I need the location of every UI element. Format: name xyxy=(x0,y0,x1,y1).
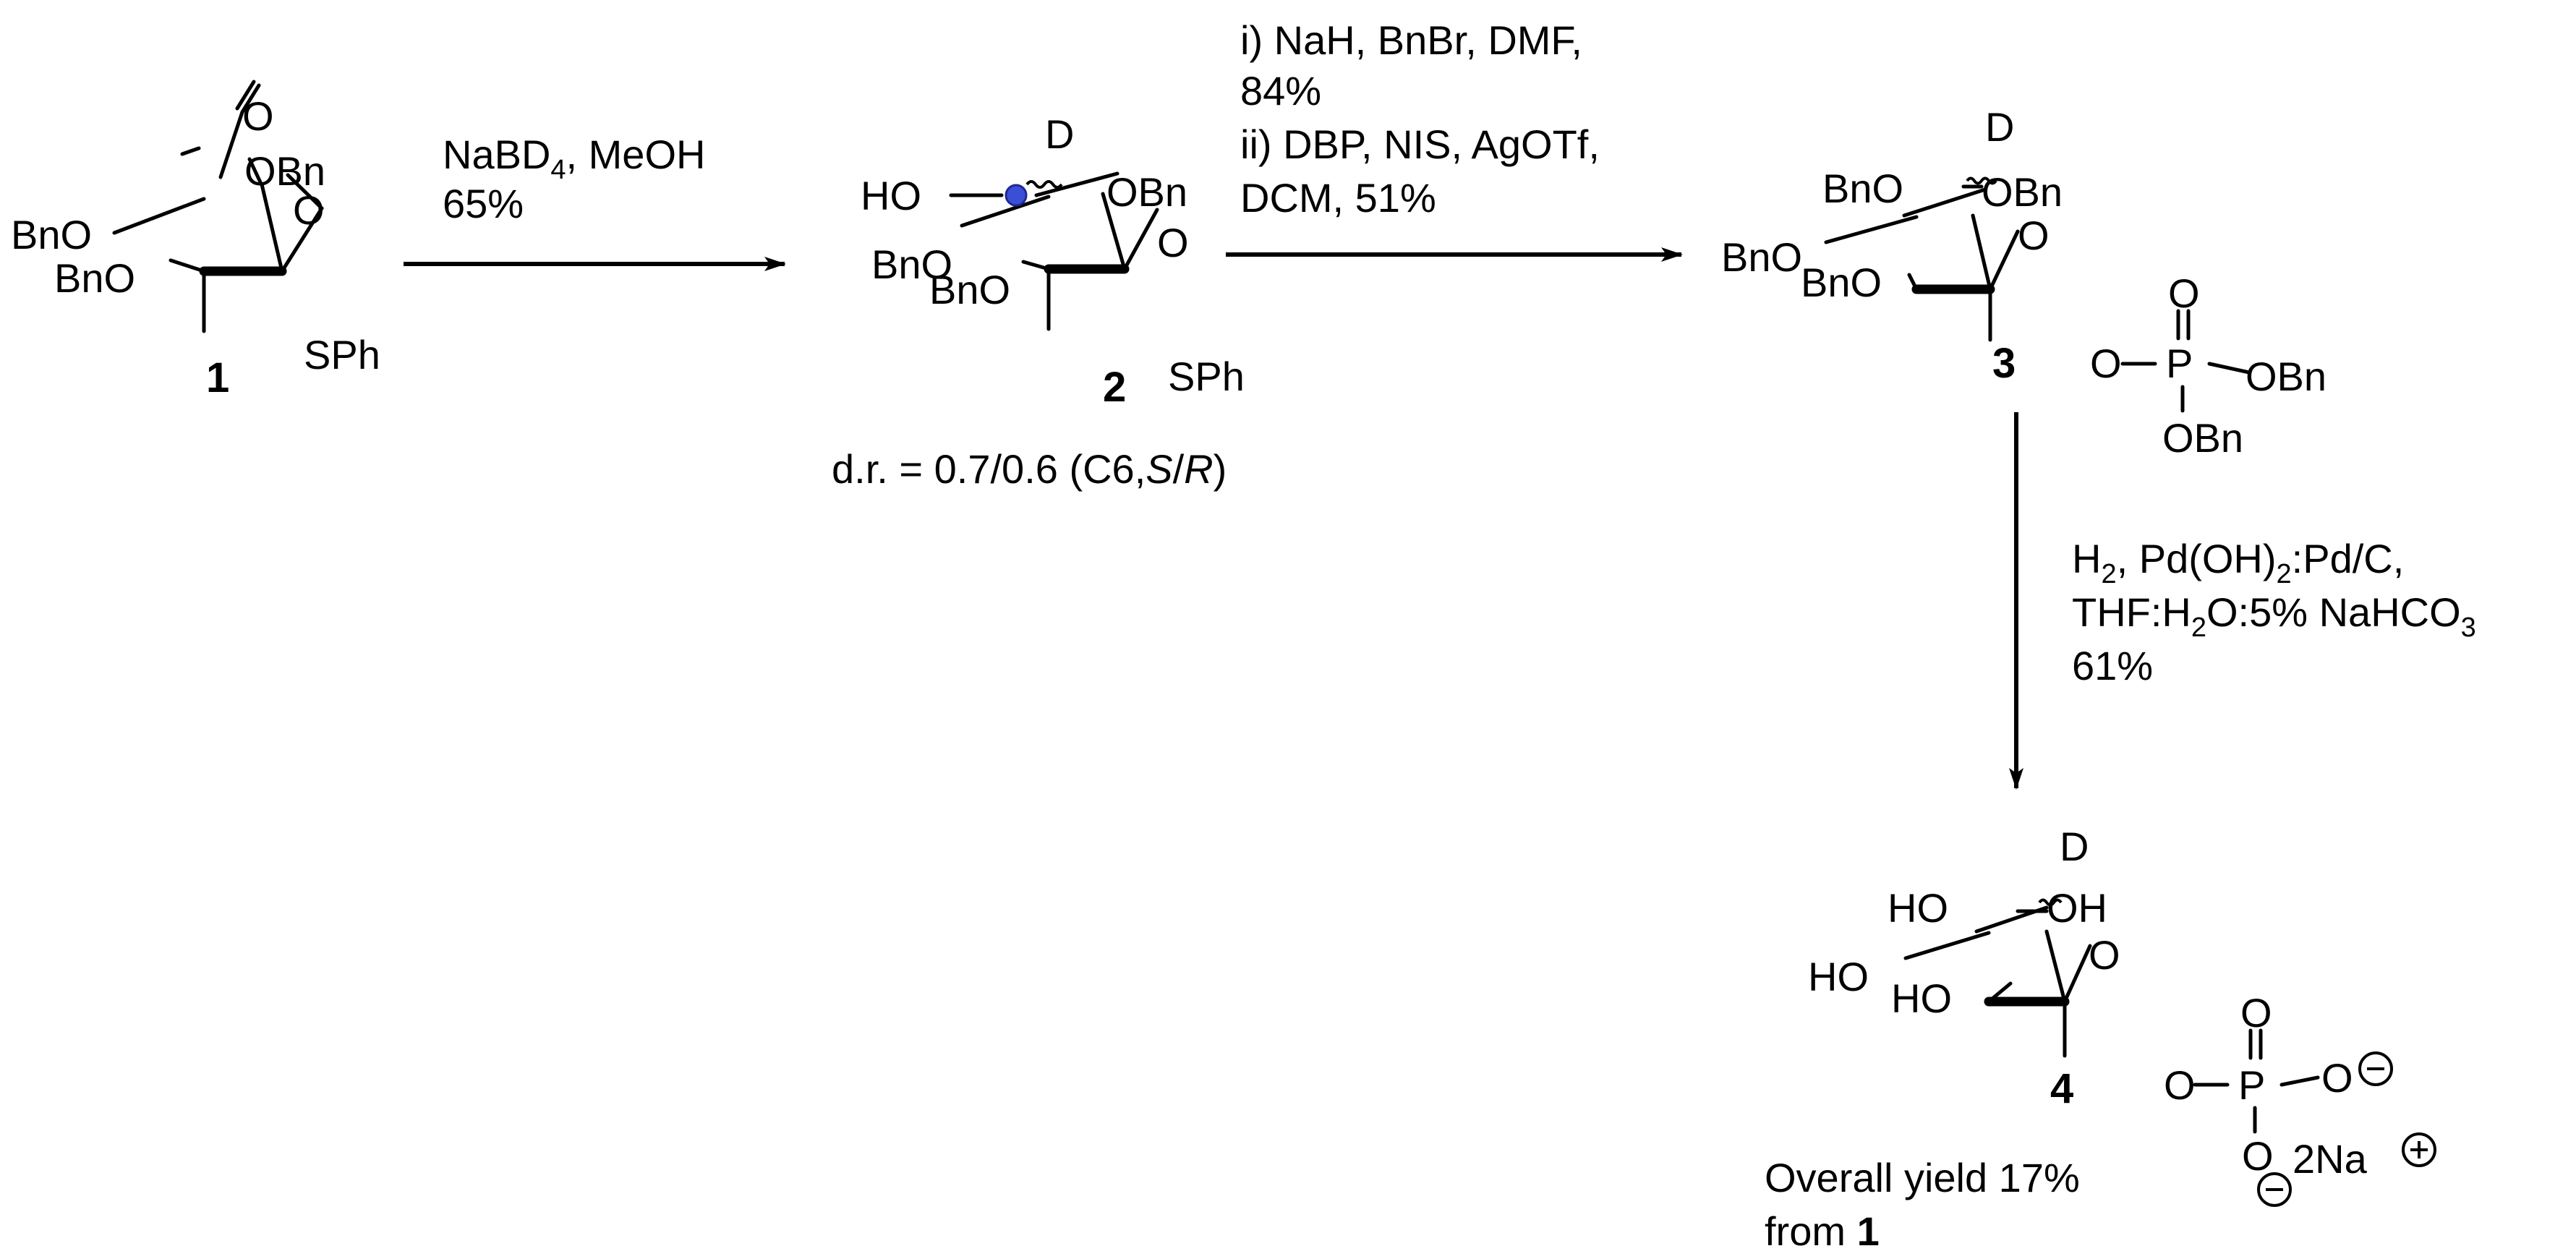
compound-1-ring-oxygen: O xyxy=(293,187,325,233)
compound-4-phosphoryl-oxygen: O xyxy=(2240,990,2272,1036)
compound-4-oxide-b: O xyxy=(2242,1133,2274,1179)
compound-2-o4-label: BnO xyxy=(871,242,952,287)
step-3-reagent-line-2: THF:H2O:5% NaHCO3 xyxy=(2072,589,2476,643)
step-2-reagent-line-2: 84% xyxy=(1240,68,1321,114)
reaction-step-2: i) NaH, BnBr, DMF, 84% ii) DBP, NIS, AgO… xyxy=(1226,17,1683,262)
compound-3-ring-oxygen: O xyxy=(2018,213,2050,258)
compound-4: HO D HO HO OH O O P O O O 2Na 4 Overall … xyxy=(1765,824,2436,1254)
compound-1-aldehyde-oxygen: O xyxy=(242,93,274,139)
compound-3-number: 3 xyxy=(1992,340,2016,387)
compound-2-number: 2 xyxy=(1103,364,1126,411)
step-3-reagent-line-1: H2, Pd(OH)2:Pd/C, xyxy=(2072,536,2404,589)
compound-1-o4-label: BnO xyxy=(11,212,92,257)
step-2-reagent-line-1: i) NaH, BnBr, DMF, xyxy=(1240,17,1582,63)
compound-4-ho3-label: HO xyxy=(1891,976,1952,1021)
compound-2-o2-label: OBn xyxy=(1106,169,1187,215)
compound-1-o3-label: BnO xyxy=(54,255,135,301)
compound-2-ho-label: HO xyxy=(861,173,921,218)
compound-3: BnO D BnO BnO OBn O O P O OBn OBn 3 xyxy=(1721,104,2326,461)
compound-4-ho6-label: HO xyxy=(1888,885,1948,931)
compound-4-oxide-a: O xyxy=(2321,1055,2353,1101)
reaction-step-3: H2, Pd(OH)2:Pd/C, THF:H2O:5% NaHCO3 61% xyxy=(2009,412,2476,790)
compound-3-obn-a: OBn xyxy=(2246,354,2326,399)
compound-4-ho4-label: HO xyxy=(1808,954,1869,999)
compound-2-dr-note: d.r. = 0.7/0.6 (C6,S/R) xyxy=(832,446,1227,492)
step-2-reagent-line-4: DCM, 51% xyxy=(1240,175,1436,221)
compound-3-deuterium-label: D xyxy=(1985,104,2014,150)
compound-4-anomeric-oxygen: O xyxy=(2164,1062,2196,1108)
compound-1-number: 1 xyxy=(206,354,229,401)
compound-1-o2-label: OBn xyxy=(244,148,325,194)
compound-4-oh2-label: OH xyxy=(2047,885,2107,931)
compound-4-bonds xyxy=(1903,898,2320,1134)
step-1-reagent-line-2: 65% xyxy=(443,181,524,226)
compound-3-phosphorus: P xyxy=(2166,341,2193,386)
compound-4-negative-charge-b xyxy=(2257,1172,2292,1207)
overall-yield-note: Overall yield 17% xyxy=(1765,1155,2080,1200)
compound-3-o2-label: OBn xyxy=(1982,169,2063,215)
step-3-reagent-line-3: 61% xyxy=(2072,643,2153,688)
compound-3-o4-label: BnO xyxy=(1721,234,1802,280)
overall-yield-source: from 1 xyxy=(1765,1208,1880,1254)
compound-2-c6-highlight xyxy=(1005,184,1028,207)
compound-1: BnO BnO OBn O O SPh 1 xyxy=(11,80,380,401)
step-1-reagent-line-1: NaBD4, MeOH xyxy=(443,132,705,185)
step-2-reagent-line-3: ii) DBP, NIS, AgOTf, xyxy=(1240,121,1600,167)
compound-4-negative-charge-a xyxy=(2358,1051,2393,1086)
compound-2-sph-label: SPh xyxy=(1168,354,1245,399)
compound-3-obn-b: OBn xyxy=(2162,415,2243,461)
compound-4-number: 4 xyxy=(2050,1065,2073,1112)
compound-4-phosphorus: P xyxy=(2238,1062,2265,1108)
compound-4-ring-oxygen: O xyxy=(2089,932,2120,978)
compound-1-bonds xyxy=(112,80,324,333)
compound-3-phosphoryl-oxygen: O xyxy=(2168,270,2200,316)
compound-4-positive-charge xyxy=(2402,1132,2436,1167)
compound-4-counterion: 2Na xyxy=(2293,1136,2368,1182)
compound-1-sph-label: SPh xyxy=(304,332,380,377)
compound-2: HO D BnO BnO OBn O SPh 2 d.r. = 0.7/0.6 … xyxy=(832,111,1245,492)
compound-3-o3-label: BnO xyxy=(1801,260,1882,305)
compound-3-anomeric-oxygen: O xyxy=(2090,341,2122,386)
compound-4-deuterium-label: D xyxy=(2060,824,2089,869)
compound-3-bonds xyxy=(1824,176,2251,413)
compound-3-o6-label: BnO xyxy=(1822,166,1903,211)
compound-2-bonds xyxy=(949,171,1159,331)
compound-2-o3-label: BnO xyxy=(929,267,1010,312)
compound-2-deuterium-label: D xyxy=(1045,111,1074,157)
compound-2-ring-oxygen: O xyxy=(1157,220,1189,265)
reaction-step-1: NaBD4, MeOH 65% xyxy=(404,132,786,271)
